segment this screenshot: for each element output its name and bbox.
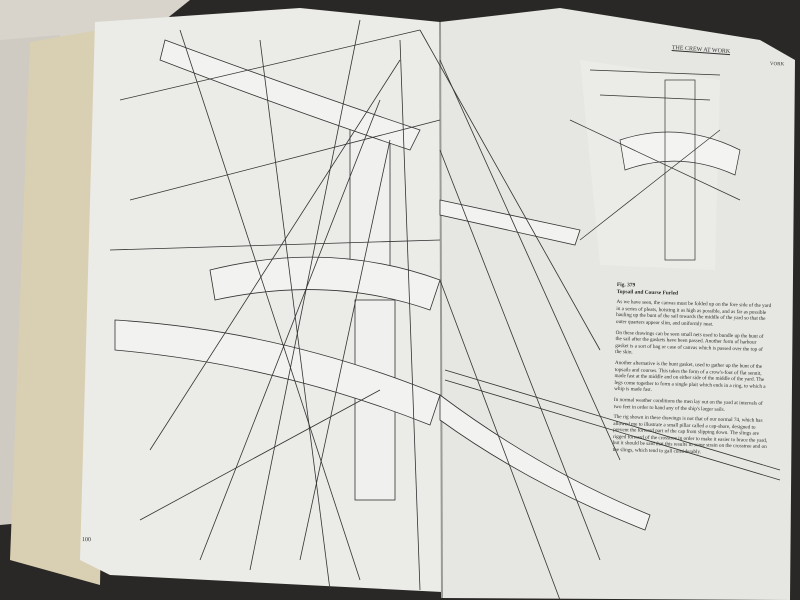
rigging-line <box>299 139 391 561</box>
rigging-line <box>399 39 421 591</box>
rigging-line <box>259 39 331 591</box>
caption-paragraph: On these drawings can be seen small nets… <box>615 329 764 356</box>
rigging-line <box>119 29 421 101</box>
inset-illustration <box>569 60 741 270</box>
rigging-line <box>419 29 601 351</box>
rigging-line <box>129 119 441 201</box>
figure-caption: Fig. 379 Topsail and Course Furled As we… <box>613 282 772 458</box>
rigging-line <box>109 239 441 251</box>
rigging-line <box>179 29 361 581</box>
rigging-line <box>439 279 561 600</box>
caption-paragraph: Another alternative is the bunt gasket, … <box>614 359 766 394</box>
rigging-line <box>139 389 381 521</box>
rigging-line <box>439 59 621 461</box>
caption-paragraph: In normal weather conditions the men lay… <box>613 396 763 413</box>
running-header-fragment: VORK <box>769 62 785 68</box>
rigging-line <box>439 149 601 561</box>
rigging-line <box>199 99 381 561</box>
caption-paragraph: As we have seen, the canvas must be fold… <box>615 299 772 328</box>
gutter <box>439 21 443 599</box>
rigging-illustration <box>109 19 781 600</box>
caption-paragraph: The rig shown in these drawings is not t… <box>612 414 768 456</box>
rigging-line <box>249 19 361 571</box>
rigging-line <box>149 59 401 451</box>
page-number: 100 <box>81 537 91 544</box>
